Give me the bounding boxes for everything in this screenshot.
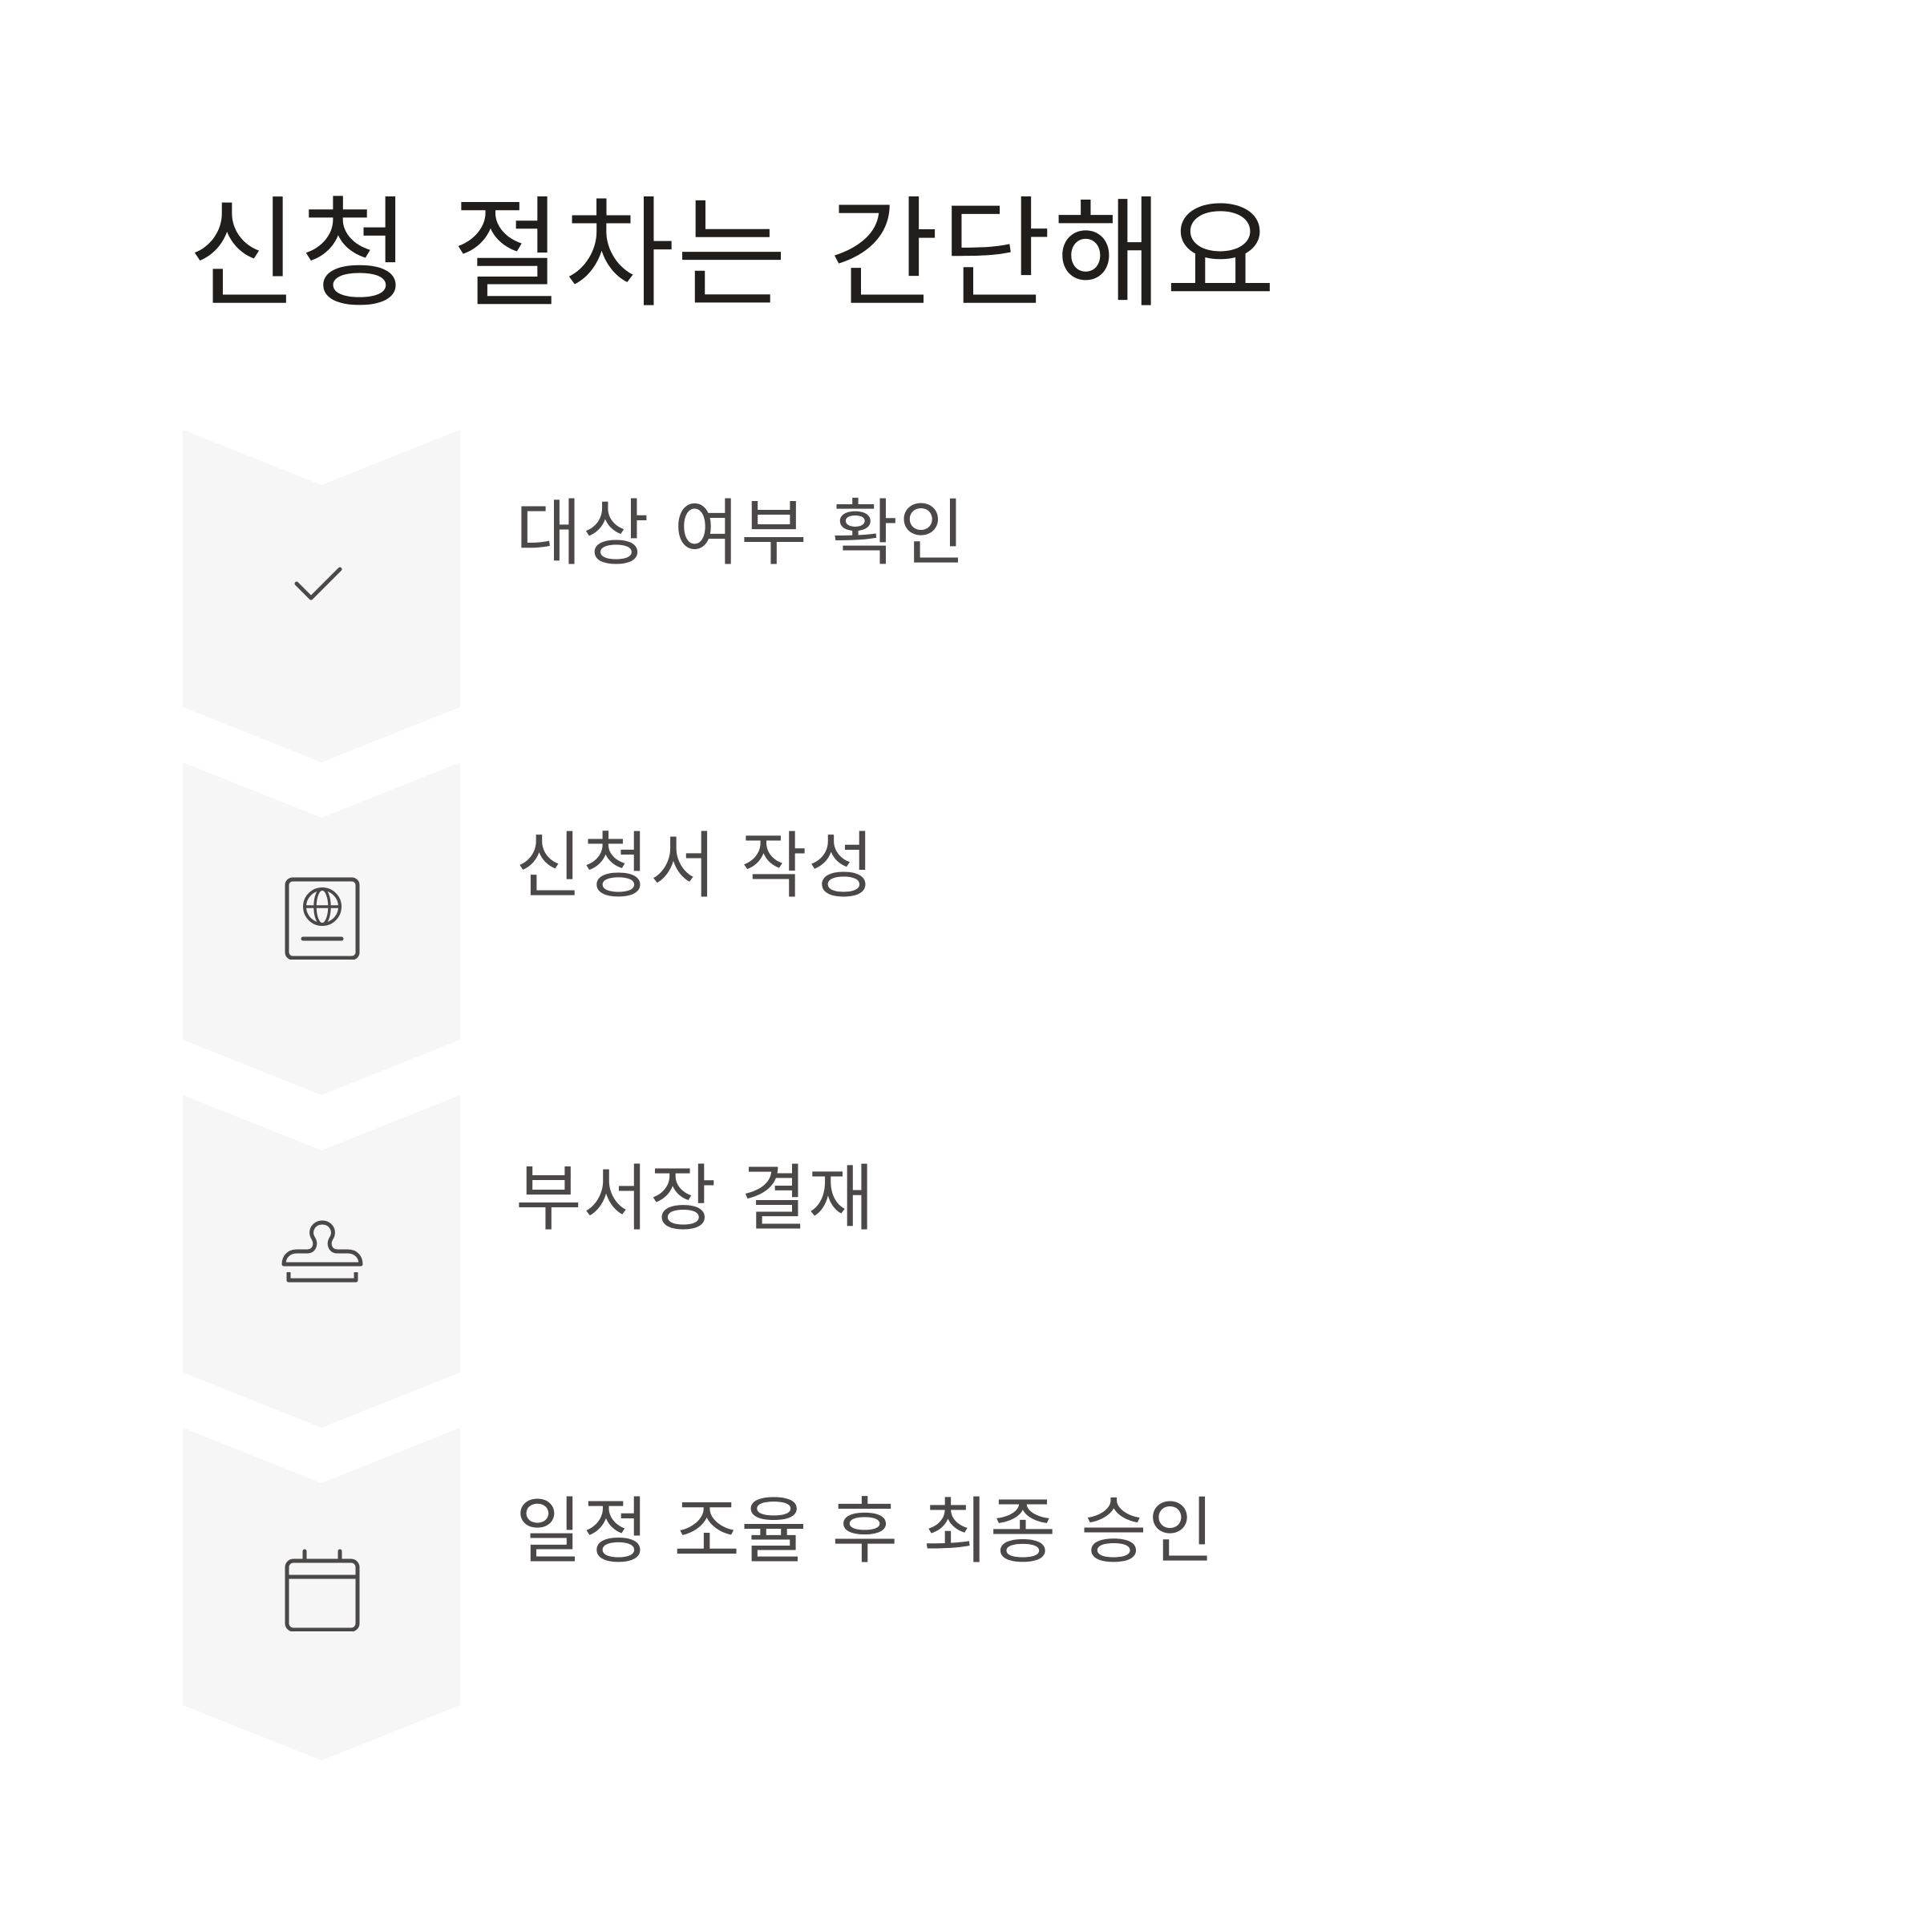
checkmark-icon	[281, 544, 364, 627]
step-2: 신청서 작성	[183, 762, 1866, 1095]
step-1-chevron	[183, 430, 460, 762]
passport-icon	[281, 876, 364, 960]
step-4-chevron	[183, 1428, 460, 1760]
calendar-icon	[281, 1548, 364, 1631]
step-2-label: 신청서 작성	[515, 824, 875, 908]
chevron-shape	[183, 762, 460, 1095]
step-3-label: 부서장 결재	[515, 1157, 875, 1241]
step-2-chevron	[183, 762, 460, 1095]
chevron-shape	[183, 430, 460, 762]
process-steps: 대상 여부 확인 신청서 작성	[183, 430, 1866, 1760]
step-4: 일정 조율 후 최종 승인	[183, 1428, 1866, 1760]
step-3: 부서장 결재	[183, 1095, 1866, 1428]
page-title: 신청 절차는 간단해요	[188, 185, 1278, 325]
stamp-icon	[281, 1219, 364, 1303]
step-1: 대상 여부 확인	[183, 430, 1866, 762]
step-4-label: 일정 조율 후 최종 승인	[515, 1489, 1215, 1574]
step-1-label: 대상 여부 확인	[515, 491, 967, 576]
step-3-chevron	[183, 1095, 460, 1428]
chevron-shape	[183, 1428, 460, 1760]
chevron-shape	[183, 1095, 460, 1428]
